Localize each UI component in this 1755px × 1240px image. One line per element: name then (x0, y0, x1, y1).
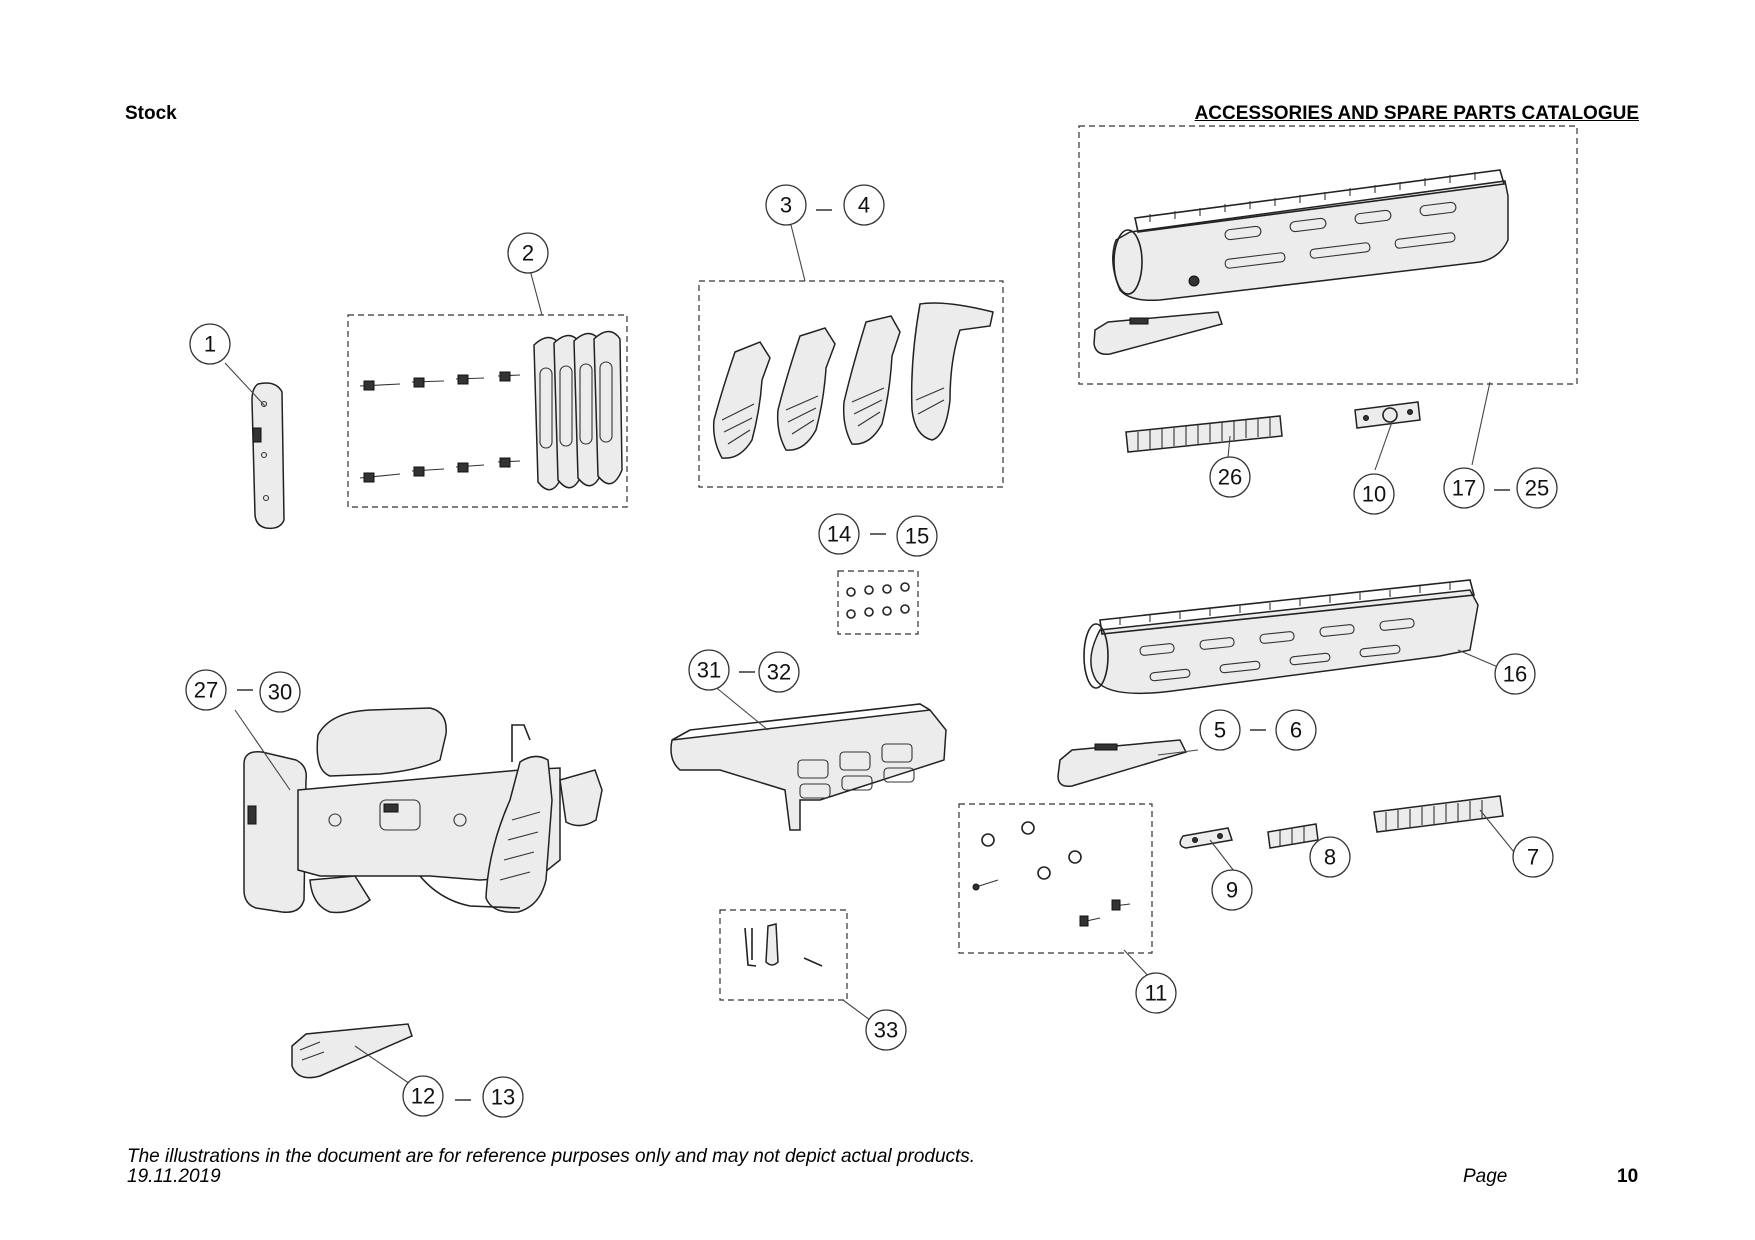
section-title: Stock (125, 103, 177, 124)
callout-13-label: 13 (491, 1085, 515, 1110)
callout-1: 1 (189, 323, 231, 365)
nuts-14-15-illustration (846, 582, 910, 619)
handguard-16-illustration (1083, 579, 1479, 695)
callout-5: 5 (1199, 709, 1241, 751)
sling-mount-10-illustration (1354, 401, 1421, 429)
group-box-11 (958, 803, 1153, 954)
callout-32: 32 (758, 651, 800, 693)
callout-9-label: 9 (1226, 878, 1238, 903)
butt-pad-illustration (251, 382, 285, 530)
callout-17-label: 17 (1452, 476, 1476, 501)
callout-30-label: 30 (268, 680, 292, 705)
callout-7: 7 (1512, 836, 1554, 878)
group-box-14-15 (837, 570, 919, 635)
leader-lines (224, 224, 1519, 1087)
callout-25-label: 25 (1525, 476, 1549, 501)
callout-30: 30 (259, 671, 301, 713)
page-label: Page (1463, 1166, 1508, 1187)
callout-14-label: 14 (827, 522, 851, 547)
callout-9: 9 (1211, 869, 1253, 911)
group-box-17-25 (1078, 125, 1578, 385)
callout-4-label: 4 (858, 193, 870, 218)
callout-26: 26 (1209, 456, 1251, 498)
page-number: 10 (1617, 1166, 1639, 1187)
callout-12-label: 12 (411, 1084, 435, 1109)
callout-1-label: 1 (204, 332, 216, 357)
receiver-31-32-illustration (670, 703, 947, 831)
group-box-2 (347, 314, 628, 508)
callout-25: 25 (1516, 467, 1558, 509)
group-box-33 (719, 909, 848, 1001)
hardware-11-illustration (972, 821, 1131, 927)
pistol-grips-illustration (712, 302, 994, 459)
callout-13: 13 (482, 1076, 524, 1118)
callout-4: 4 (843, 184, 885, 226)
callout-11-label: 11 (1145, 981, 1168, 1006)
callout-27: 27 (185, 669, 227, 711)
callout-33-label: 33 (874, 1018, 898, 1043)
callout-31-label: 31 (697, 658, 721, 683)
rail-section-26-illustration (1125, 415, 1283, 453)
callout-15-label: 15 (905, 524, 929, 549)
callout-12: 12 (402, 1075, 444, 1117)
callout-17: 17 (1443, 467, 1485, 509)
callout-3-label: 3 (780, 193, 792, 218)
callout-6-label: 6 (1290, 718, 1302, 743)
callout-8-label: 8 (1324, 845, 1336, 870)
callout-32-label: 32 (767, 660, 791, 685)
callout-10-label: 10 (1362, 482, 1386, 507)
document-date: 19.11.2019 (127, 1166, 221, 1187)
callout-33: 33 (865, 1009, 907, 1051)
stock-assembly-27-30-illustration (243, 707, 603, 914)
hand-stop-12-13-illustration (291, 1023, 413, 1079)
callout-31: 31 (688, 649, 730, 691)
callout-16: 16 (1494, 653, 1536, 695)
callout-5-label: 5 (1214, 718, 1226, 743)
handguard-17-25-illustration (1093, 169, 1509, 356)
group-box-3-4 (698, 280, 1004, 488)
spacers-screws-illustration (359, 330, 623, 491)
small-rails-illustration (1179, 795, 1504, 849)
disclaimer-text: The illustrations in the document are fo… (127, 1146, 976, 1167)
callout-10: 10 (1353, 473, 1395, 515)
callout-11: 11 (1135, 972, 1177, 1014)
callout-15: 15 (896, 515, 938, 557)
callout-2: 2 (507, 232, 549, 274)
callout-27-label: 27 (194, 678, 218, 703)
callout-26-label: 26 (1218, 465, 1242, 490)
callout-2-label: 2 (522, 241, 534, 266)
callout-6: 6 (1275, 709, 1317, 751)
callout-16-label: 16 (1503, 662, 1527, 687)
hand-stop-5-6-illustration (1057, 739, 1188, 788)
callout-8: 8 (1309, 836, 1351, 878)
callout-7-label: 7 (1527, 845, 1539, 870)
clip-pin-33-illustration (744, 923, 823, 967)
catalogue-title: ACCESSORIES AND SPARE PARTS CATALOGUE (1194, 103, 1639, 124)
callout-14: 14 (818, 513, 860, 555)
callout-3: 3 (765, 184, 807, 226)
